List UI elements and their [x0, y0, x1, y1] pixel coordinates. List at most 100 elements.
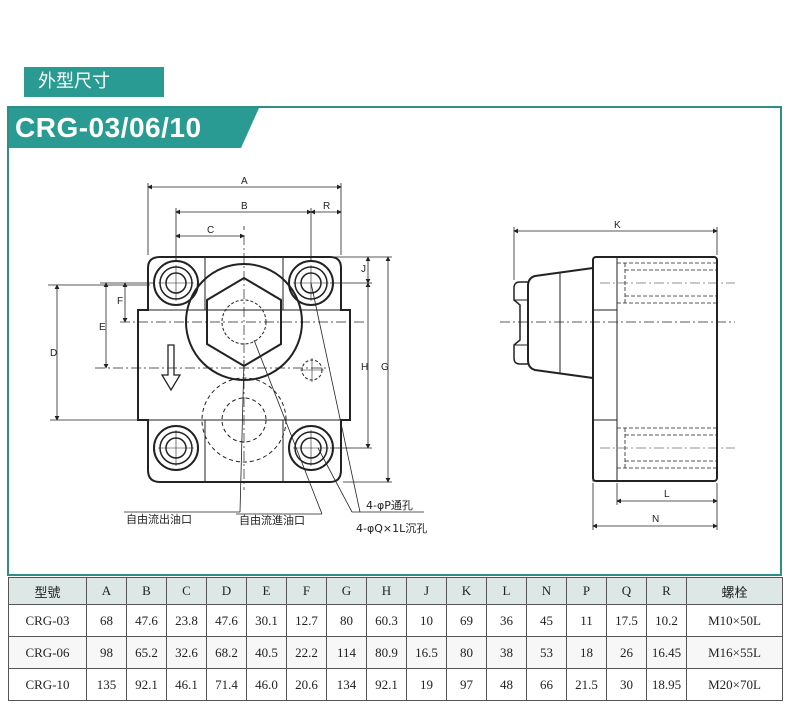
dimension-table: 型號 A B C D E F G H J K L N P Q R 螺栓 CRG-…: [8, 577, 783, 701]
table-cell: 40.5: [246, 636, 287, 669]
table-cell: M20×70L: [686, 668, 783, 701]
table-cell: M16×55L: [686, 636, 783, 669]
table-cell: 46.1: [166, 668, 207, 701]
dim-label-r: R: [323, 201, 330, 212]
header-f: F: [286, 577, 327, 605]
table-cell: 92.1: [366, 668, 407, 701]
table-cell: 18: [566, 636, 607, 669]
table-cell: 46.0: [246, 668, 287, 701]
table-cell: 65.2: [126, 636, 167, 669]
table-row: CRG-03 68 47.6 23.8 47.6 30.1 12.7 80 60…: [8, 604, 783, 637]
table-cell: 23.8: [166, 604, 207, 637]
table-cell: 16.5: [406, 636, 447, 669]
table-cell: 22.2: [286, 636, 327, 669]
header-h: H: [366, 577, 407, 605]
table-cell: 21.5: [566, 668, 607, 701]
dim-label-l: L: [664, 489, 670, 500]
outlet-port-callout: 自由流出油口: [126, 512, 192, 526]
table-cell: 32.6: [166, 636, 207, 669]
table-cell: CRG-10: [8, 668, 87, 701]
drawing-frame: CRG-03/06/10: [7, 106, 782, 576]
side-view-dimensions: [513, 227, 718, 530]
table-cell: 10.2: [646, 604, 687, 637]
header-bolt: 螺栓: [686, 577, 783, 605]
dim-label-n: N: [652, 514, 659, 525]
header-q: Q: [606, 577, 647, 605]
table-cell: 26: [606, 636, 647, 669]
table-cell: 47.6: [126, 604, 167, 637]
dim-label-k: K: [614, 220, 621, 231]
dim-label-b: B: [241, 201, 248, 212]
callout-labels: 自由流出油口 自由流進油口 4-φP通孔 4-φQ×1L沉孔: [126, 499, 427, 535]
header-n: N: [526, 577, 567, 605]
table-cell: 134: [326, 668, 367, 701]
table-cell: 68: [86, 604, 127, 637]
header-a: A: [86, 577, 127, 605]
header-p: P: [566, 577, 607, 605]
header-c: C: [166, 577, 207, 605]
dim-label-f: F: [117, 296, 123, 307]
table-row: CRG-10 135 92.1 46.1 71.4 46.0 20.6 134 …: [8, 668, 783, 701]
front-view-dimensions: [48, 183, 424, 515]
header-b: B: [126, 577, 167, 605]
dim-label-d: D: [50, 348, 57, 359]
table-cell: 17.5: [606, 604, 647, 637]
table-row: CRG-06 98 65.2 32.6 68.2 40.5 22.2 114 8…: [8, 636, 783, 669]
table-cell: 18.95: [646, 668, 687, 701]
header-l: L: [486, 577, 527, 605]
table-cell: 38: [486, 636, 527, 669]
header-r: R: [646, 577, 687, 605]
table-cell: M10×50L: [686, 604, 783, 637]
header-g: G: [326, 577, 367, 605]
table-cell: 30: [606, 668, 647, 701]
table-cell: 36: [486, 604, 527, 637]
front-view: [95, 235, 365, 490]
table-cell: 48: [486, 668, 527, 701]
table-cell: 114: [326, 636, 367, 669]
header-k: K: [446, 577, 487, 605]
inlet-port-callout: 自由流進油口: [239, 513, 305, 527]
header-model: 型號: [8, 577, 87, 605]
dim-label-j: J: [361, 264, 366, 275]
table-cell: 12.7: [286, 604, 327, 637]
table-cell: 92.1: [126, 668, 167, 701]
table-cell: CRG-06: [8, 636, 87, 669]
section-title: 外型尺寸: [24, 67, 164, 97]
table-cell: 10: [406, 604, 447, 637]
table-cell: 19: [406, 668, 447, 701]
dimension-labels: A B R C J H G D E F K L N: [50, 176, 670, 525]
table-cell: 135: [86, 668, 127, 701]
table-cell: 16.45: [646, 636, 687, 669]
table-cell: 47.6: [206, 604, 247, 637]
technical-drawing: A B R C J H G D E F K L N 自由流出油口 自由流進油口 …: [48, 176, 735, 535]
dim-label-c: C: [207, 225, 214, 236]
dim-label-g: G: [381, 362, 389, 373]
header-e: E: [246, 577, 287, 605]
table-cell: 53: [526, 636, 567, 669]
table-cell: 80.9: [366, 636, 407, 669]
table-cell: 69: [446, 604, 487, 637]
table-cell: 11: [566, 604, 607, 637]
header-d: D: [206, 577, 247, 605]
table-cell: 30.1: [246, 604, 287, 637]
dim-label-a: A: [241, 176, 248, 187]
table-cell: 68.2: [206, 636, 247, 669]
header-j: J: [406, 577, 447, 605]
table-cell: 66: [526, 668, 567, 701]
table-cell: 80: [326, 604, 367, 637]
table-cell: CRG-03: [8, 604, 87, 637]
table-cell: 20.6: [286, 668, 327, 701]
table-cell: 80: [446, 636, 487, 669]
table-cell: 97: [446, 668, 487, 701]
dim-label-e: E: [99, 322, 106, 333]
table-cell: 60.3: [366, 604, 407, 637]
table-cell: 98: [86, 636, 127, 669]
table-header-row: 型號 A B C D E F G H J K L N P Q R 螺栓: [8, 577, 783, 605]
dim-label-h: H: [361, 362, 368, 373]
model-banner: CRG-03/06/10: [9, 108, 259, 148]
through-hole-callout: 4-φP通孔: [366, 499, 413, 512]
side-view: [500, 256, 735, 482]
counterbore-callout: 4-φQ×1L沉孔: [356, 522, 427, 535]
table-cell: 71.4: [206, 668, 247, 701]
table-cell: 45: [526, 604, 567, 637]
